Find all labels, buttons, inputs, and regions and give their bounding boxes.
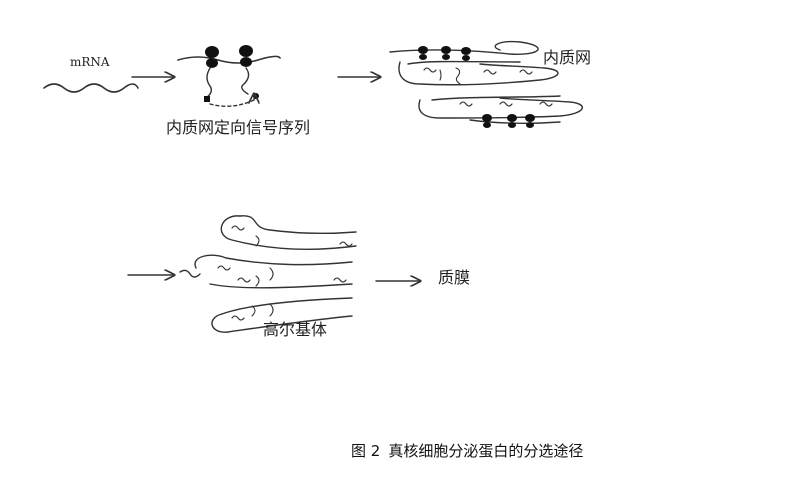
er-label: 内质网 [543,48,592,67]
dashed-link [209,99,255,107]
plasma-membrane-label: 质膜 [438,268,471,287]
golgi-proteins [217,225,353,321]
er-ribosomes [418,46,535,128]
mrna-label: mRNA [70,55,110,69]
mrna-line-translating [177,55,281,64]
figure-number: 图 2 [351,442,381,460]
nascent-chain-1 [205,67,213,99]
signal-sequence-label: 内质网定向信号序列 [166,118,311,137]
ribosome-2 [239,45,253,67]
ribosome-1 [205,46,219,68]
figure-caption-text: 真核细胞分泌蛋白的分选途径 [388,442,584,460]
nascent-chain-2 [241,67,250,95]
figure-caption: 图 2 真核细胞分泌蛋白的分选途径 [351,440,591,461]
golgi-cisternae [179,215,357,333]
golgi-label: 高尔基体 [263,320,328,339]
mrna-strand [43,83,139,93]
er-proteins [423,67,553,107]
ribosome-complex [177,45,281,107]
